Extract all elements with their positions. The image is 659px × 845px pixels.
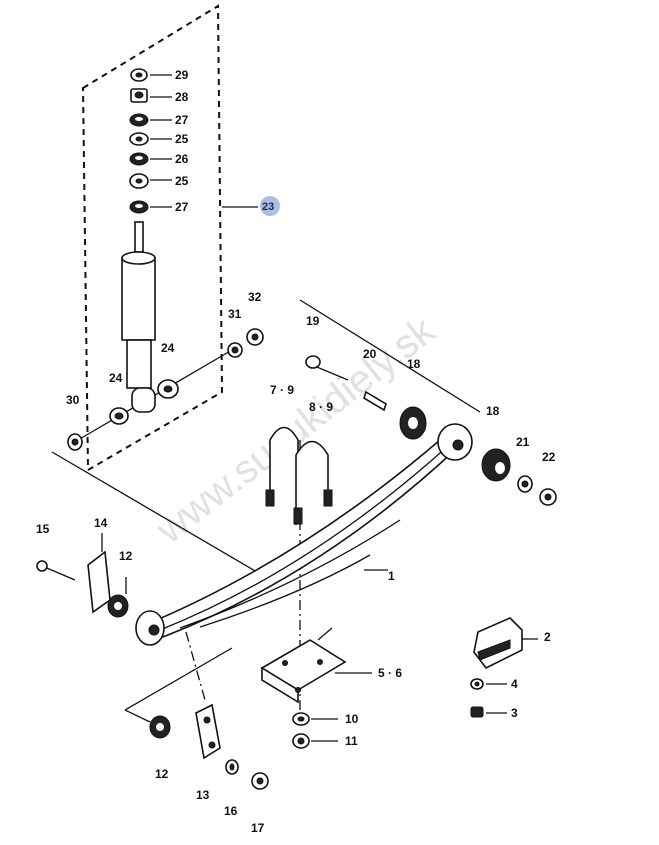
callout-20[interactable]: 20 bbox=[363, 347, 377, 361]
callout-32[interactable]: 32 bbox=[248, 290, 262, 304]
callout-labels: 29 28 27 25 26 25 27 23 24 24 30 31 32 1… bbox=[36, 68, 556, 835]
callout-18[interactable]: 18 bbox=[486, 404, 500, 418]
callout-5-6[interactable]: 5 · 6 bbox=[378, 666, 402, 680]
callout-12[interactable]: 12 bbox=[155, 767, 169, 781]
bump-stop bbox=[473, 617, 523, 670]
callout-7-9[interactable]: 7 · 9 bbox=[270, 383, 294, 397]
callout-8-9[interactable]: 8 · 9 bbox=[309, 400, 333, 414]
callout-30[interactable]: 30 bbox=[66, 393, 80, 407]
callout-25[interactable]: 25 bbox=[175, 174, 189, 188]
callout-17[interactable]: 17 bbox=[251, 821, 265, 835]
callout-21[interactable]: 21 bbox=[516, 435, 530, 449]
front-hanger-parts bbox=[36, 550, 129, 618]
u-bolts bbox=[265, 426, 333, 525]
callout-23[interactable]: 23 bbox=[262, 201, 274, 213]
callout-16[interactable]: 16 bbox=[224, 804, 238, 818]
callout-4[interactable]: 4 bbox=[511, 677, 518, 691]
shock-upper-hardware-stack bbox=[129, 68, 149, 214]
callout-22[interactable]: 22 bbox=[542, 450, 556, 464]
callout-29[interactable]: 29 bbox=[175, 68, 189, 82]
callout-10[interactable]: 10 bbox=[345, 712, 359, 726]
callout-13[interactable]: 13 bbox=[196, 788, 210, 802]
shock-absorber-group-outline bbox=[81, 4, 224, 472]
callout-23-highlight bbox=[260, 196, 280, 216]
spring-seat-plate bbox=[260, 627, 347, 704]
shock-absorber bbox=[121, 221, 156, 413]
callout-25[interactable]: 25 bbox=[175, 132, 189, 146]
callout-27[interactable]: 27 bbox=[175, 200, 189, 214]
callout-28[interactable]: 28 bbox=[175, 90, 189, 104]
callout-11[interactable]: 11 bbox=[345, 734, 358, 748]
small-fasteners bbox=[292, 678, 484, 749]
callout-12[interactable]: 12 bbox=[119, 549, 133, 563]
callout-3[interactable]: 3 bbox=[511, 706, 518, 720]
callout-19[interactable]: 19 bbox=[306, 314, 320, 328]
callout-26[interactable]: 26 bbox=[175, 152, 189, 166]
callout-15[interactable]: 15 bbox=[36, 522, 50, 536]
shackle-pin-bushings bbox=[305, 355, 557, 506]
callout-24[interactable]: 24 bbox=[109, 371, 123, 385]
callout-27[interactable]: 27 bbox=[175, 113, 189, 127]
callout-24[interactable]: 24 bbox=[161, 341, 175, 355]
callout-2[interactable]: 2 bbox=[544, 630, 551, 644]
callout-31[interactable]: 31 bbox=[228, 307, 242, 321]
shock-lower-bushings bbox=[67, 328, 264, 451]
callout-14[interactable]: 14 bbox=[94, 516, 108, 530]
rear-shackle-parts bbox=[149, 703, 269, 790]
callout-1[interactable]: 1 bbox=[388, 569, 395, 583]
leaf-spring bbox=[135, 423, 473, 646]
callout-18[interactable]: 18 bbox=[407, 357, 421, 371]
